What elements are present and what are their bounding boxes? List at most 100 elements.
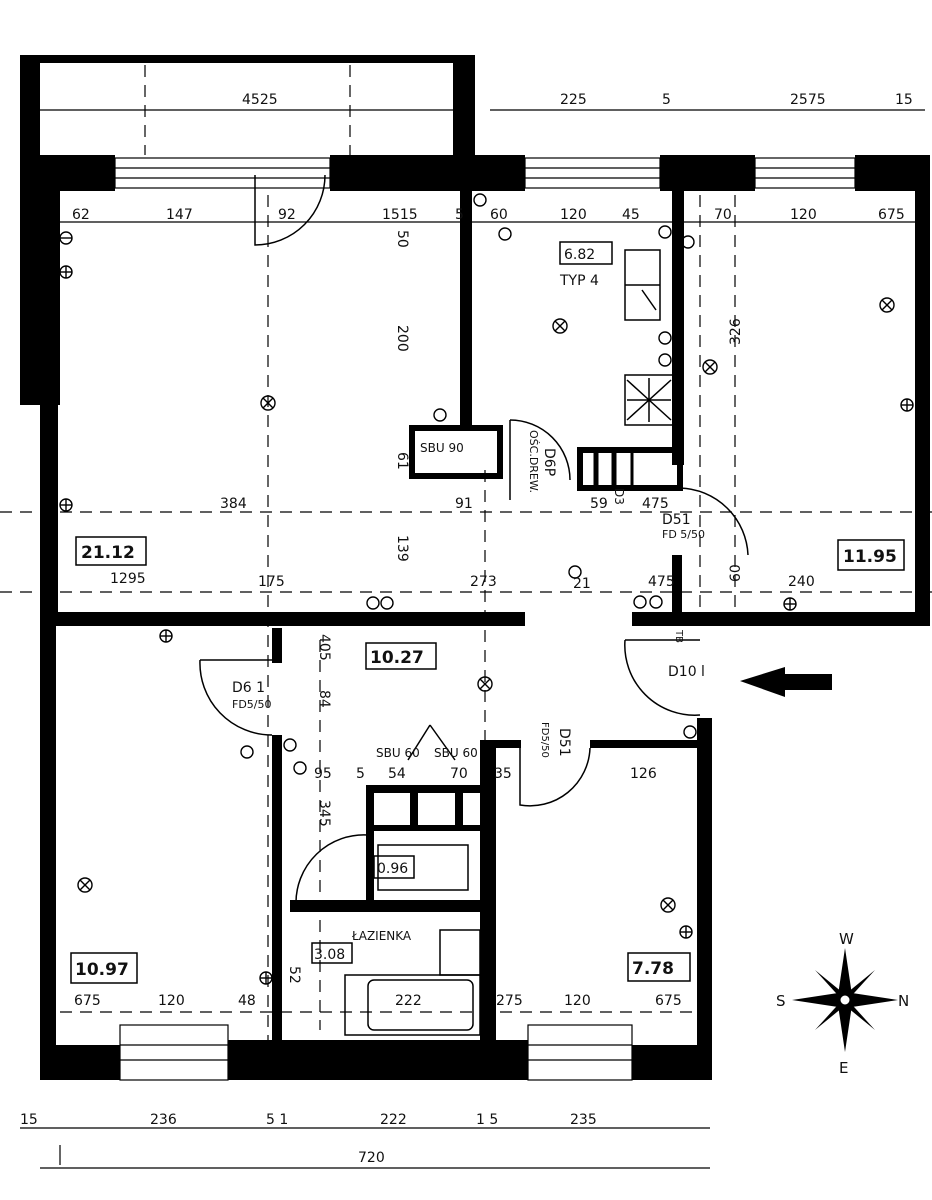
socket-icon xyxy=(380,596,394,610)
dim-21: 21 xyxy=(573,576,591,592)
dim-675c: 675 xyxy=(655,993,682,1009)
room-area-kitchen: 6.82 xyxy=(564,247,595,263)
lamp-icon xyxy=(477,676,493,692)
dim-59: 59 xyxy=(590,496,608,512)
area-boxes xyxy=(70,241,905,984)
room-area-left-bottom: 10.97 xyxy=(75,960,129,980)
dim-b222: 222 xyxy=(380,1112,407,1128)
door-d51-mid-label: D51 xyxy=(556,728,572,757)
dim-175: 175 xyxy=(258,574,285,590)
dim-r120b: 120 xyxy=(790,207,817,223)
dim-120d: 120 xyxy=(564,993,591,1009)
dim-95: 95 xyxy=(314,766,332,782)
dim-5b: 5 xyxy=(356,766,365,782)
socket-icon xyxy=(658,331,672,345)
bathtub xyxy=(344,974,481,1036)
room-area-hall: 10.27 xyxy=(370,648,424,668)
socket-icon xyxy=(59,498,73,512)
socket-icon xyxy=(568,565,582,579)
socket-icon xyxy=(683,725,697,739)
lamp-icon xyxy=(879,297,895,313)
dim-147: 147 xyxy=(166,207,193,223)
room-area-living: 21.12 xyxy=(81,543,135,563)
socket-icon xyxy=(658,353,672,367)
dim-v60: 60 xyxy=(728,564,744,582)
socket-icon xyxy=(633,595,647,609)
dimension-lines xyxy=(20,109,925,1169)
electrical-symbols xyxy=(59,193,914,985)
door-fd-top-label: FD 5/50 xyxy=(662,528,705,541)
kitchen-type-label: TYP 4 xyxy=(559,273,599,289)
dim-54: 54 xyxy=(388,766,406,782)
dim-70b: 70 xyxy=(450,766,468,782)
dimension-texts: 4525 225 5 2575 15 62 147 92 1515 5 60 1… xyxy=(20,92,913,1166)
door-fd-mid-label: FD5/50 xyxy=(539,722,550,758)
dim-top-15: 15 xyxy=(895,92,913,108)
fixtures xyxy=(344,249,674,1036)
door-d61-label: D6 1 xyxy=(232,680,265,696)
dim-222: 222 xyxy=(395,993,422,1009)
dim-v50: 50 xyxy=(394,230,410,248)
socket-icon xyxy=(259,971,273,985)
tb-label: TB xyxy=(673,629,684,643)
socket-icon xyxy=(366,596,380,610)
dim-126: 126 xyxy=(630,766,657,782)
socket-icon xyxy=(783,597,797,611)
socket-icon xyxy=(159,629,173,643)
dim-384: 384 xyxy=(220,496,247,512)
dim-r675: 675 xyxy=(878,207,905,223)
door-d51-top-label: D51 xyxy=(662,512,691,528)
dim-120c: 120 xyxy=(158,993,185,1009)
dim-v200: 200 xyxy=(394,325,410,352)
dim-1515: 1515 xyxy=(382,207,418,223)
dim-92: 92 xyxy=(278,207,296,223)
dim-240: 240 xyxy=(788,574,815,590)
lamp-icon xyxy=(702,359,718,375)
socket-icon xyxy=(498,227,512,241)
dim-balcony: 4525 xyxy=(242,92,278,108)
dim-v61: 61 xyxy=(394,452,410,470)
dim-b15b: 1 5 xyxy=(476,1112,498,1128)
room-area-bathroom: 3.08 xyxy=(314,947,345,963)
socket-icon xyxy=(649,595,663,609)
lamp-icon xyxy=(77,877,93,893)
compass-e: E xyxy=(839,1059,848,1077)
dim-b720: 720 xyxy=(358,1150,385,1166)
room-area-wc: 0.96 xyxy=(377,861,408,877)
dim-r60: 60 xyxy=(490,207,508,223)
dim-2575: 2575 xyxy=(790,92,826,108)
compass-n: N xyxy=(898,992,909,1010)
socket-icon xyxy=(681,235,695,249)
door-d10-label: D10 l xyxy=(668,664,705,680)
room-area-right: 11.95 xyxy=(843,547,897,567)
walls xyxy=(20,55,930,1080)
bathroom-label: ŁAZIENKA xyxy=(351,929,412,943)
room-area-right-bottom: 7.78 xyxy=(632,959,674,979)
dim-b15: 15 xyxy=(20,1112,38,1128)
stove xyxy=(624,374,674,426)
compass-w: W xyxy=(839,930,854,948)
socket-icon xyxy=(240,745,254,759)
dim-top-5: 5 xyxy=(662,92,671,108)
door-osc-label: OŚC.DREW. xyxy=(527,430,540,493)
windows xyxy=(114,157,856,1081)
socket-icon xyxy=(59,265,73,279)
dim-273: 273 xyxy=(470,574,497,590)
socket-icon xyxy=(900,398,914,412)
socket-icon xyxy=(59,231,73,245)
dim-48: 48 xyxy=(238,993,256,1009)
socket-icon xyxy=(433,408,447,422)
socket-icon xyxy=(473,193,487,207)
lamp-icon xyxy=(660,897,676,913)
dim-62: 62 xyxy=(72,207,90,223)
compass-s: S xyxy=(776,992,786,1010)
dim-475b: 475 xyxy=(648,574,675,590)
dim-v84: 84 xyxy=(316,690,332,708)
dim-v326: 326 xyxy=(728,318,744,345)
dashed-guides xyxy=(0,65,932,1040)
socket-icon xyxy=(679,925,693,939)
dim-r120a: 120 xyxy=(560,207,587,223)
door-swings xyxy=(199,174,749,906)
door-fd-left-label: FD5/50 xyxy=(232,698,272,711)
door-d6p-label: D6P xyxy=(541,448,557,476)
